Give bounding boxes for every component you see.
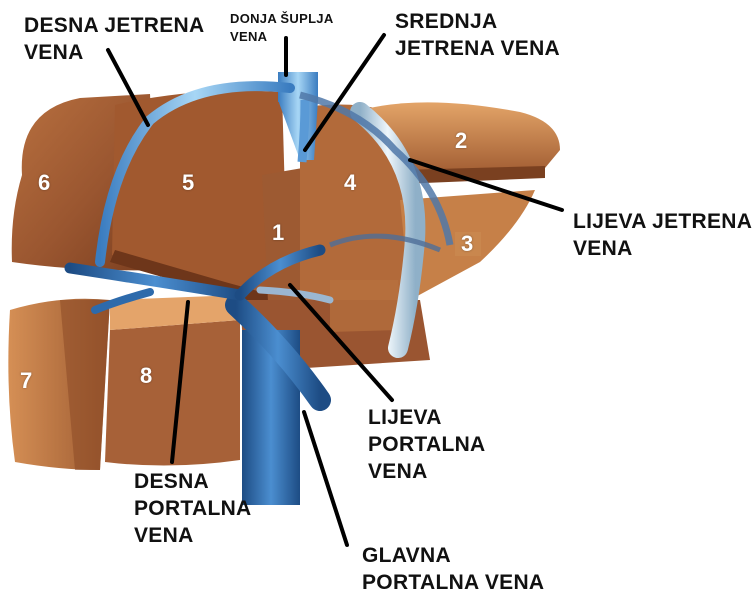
leader-glavna-portalna xyxy=(304,412,347,545)
segment-3-number: 3 xyxy=(461,233,473,255)
middle-hepatic-vein xyxy=(302,100,305,162)
label-lijeva-jetrena-vena: LIJEVA JETRENA VENA xyxy=(573,208,752,262)
segment-7-number: 7 xyxy=(20,370,32,392)
segment-2-number: 2 xyxy=(455,130,467,152)
label-srednja-jetrena-vena: SREDNJA JETRENA VENA xyxy=(395,8,560,62)
segment-6-number: 6 xyxy=(38,172,50,194)
segment-1-number: 1 xyxy=(272,222,284,244)
label-glavna-portalna-vena: GLAVNA PORTALNA VENA xyxy=(362,542,544,596)
segment-5-number: 5 xyxy=(182,172,194,194)
label-lijeva-portalna-vena: LIJEVA PORTALNA VENA xyxy=(368,404,486,485)
label-desna-portalna-vena: DESNA PORTALNA VENA xyxy=(134,468,252,549)
label-donja-suplja-vena: DONJA ŠUPLJA VENA xyxy=(230,10,334,46)
segment-8-number: 8 xyxy=(140,365,152,387)
segment-4-number: 4 xyxy=(344,172,356,194)
label-desna-jetrena-vena: DESNA JETRENA VENA xyxy=(24,12,204,66)
